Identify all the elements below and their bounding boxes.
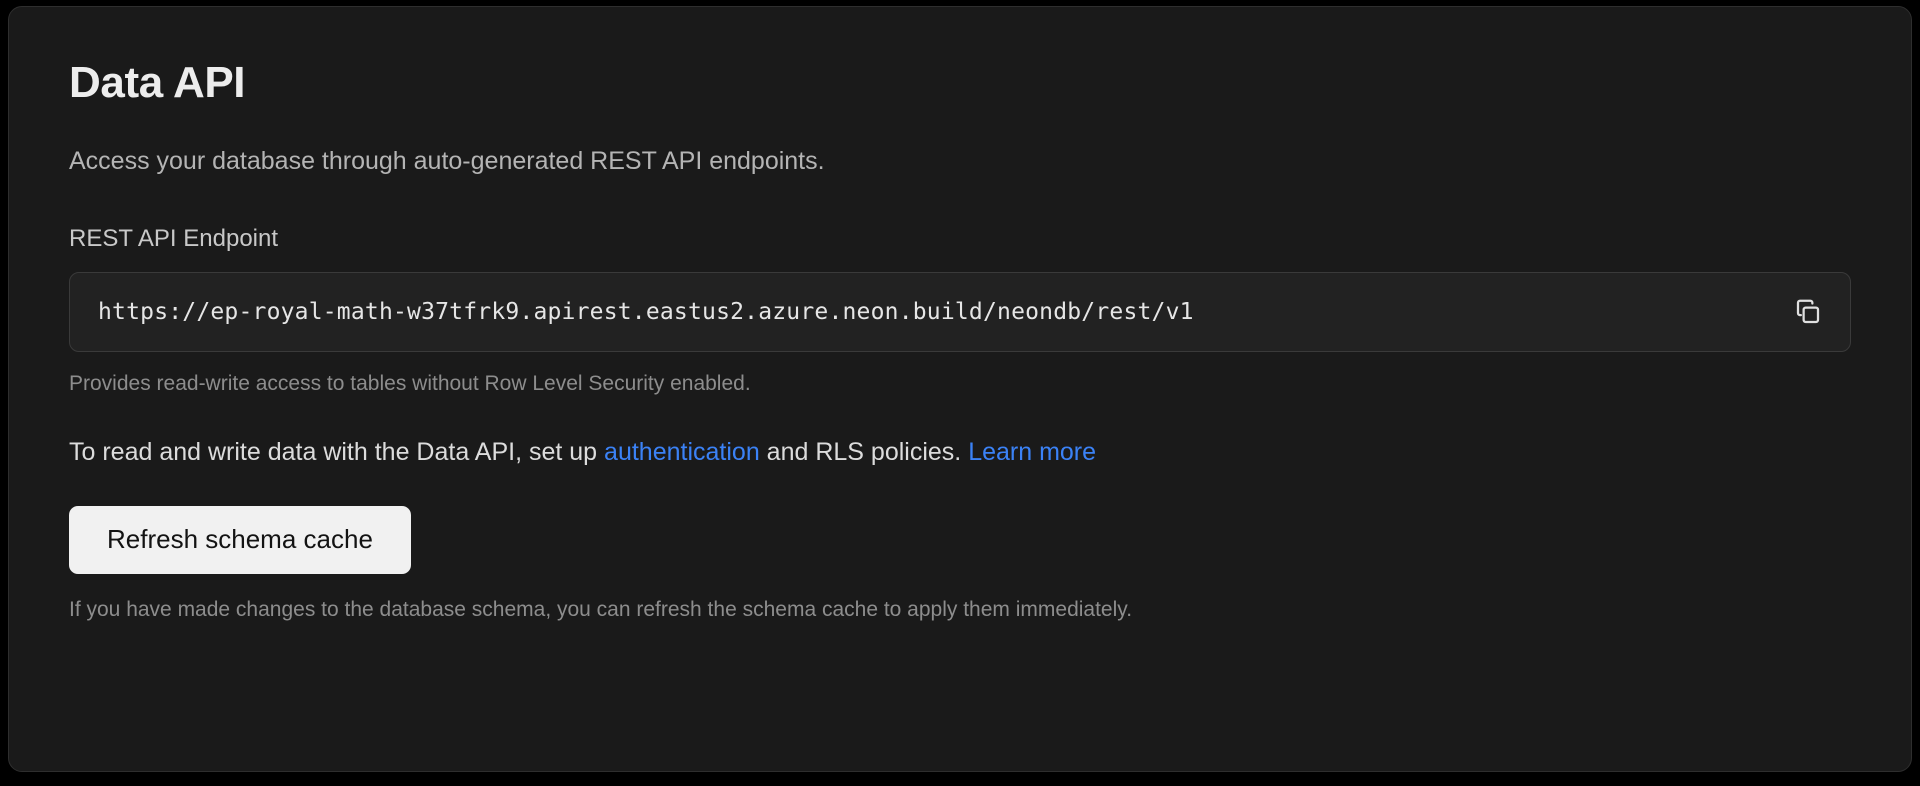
authentication-link[interactable]: authentication [604, 437, 760, 466]
refresh-schema-cache-button[interactable]: Refresh schema cache [69, 506, 411, 575]
rest-api-endpoint-label: REST API Endpoint [69, 224, 279, 252]
info-middle-text: and RLS policies. [759, 437, 969, 466]
page-title: Data API [69, 58, 246, 107]
endpoint-input[interactable] [70, 297, 1770, 326]
endpoint-input-row [69, 271, 1851, 352]
refresh-footer-note: If you have made changes to the database… [69, 598, 1133, 622]
copy-icon [1793, 297, 1823, 327]
info-lead-text: To read and write data with the Data API… [69, 437, 605, 466]
learn-more-link[interactable]: Learn more [968, 437, 1097, 466]
endpoint-help-text: Provides read-write access to tables wit… [69, 371, 751, 395]
data-api-card: Data API Access your database through au… [8, 6, 1912, 772]
copy-endpoint-button[interactable] [1770, 273, 1846, 351]
card-description: Access your database through auto-genera… [69, 147, 825, 176]
rls-info-paragraph: To read and write data with the Data API… [69, 397, 1851, 469]
